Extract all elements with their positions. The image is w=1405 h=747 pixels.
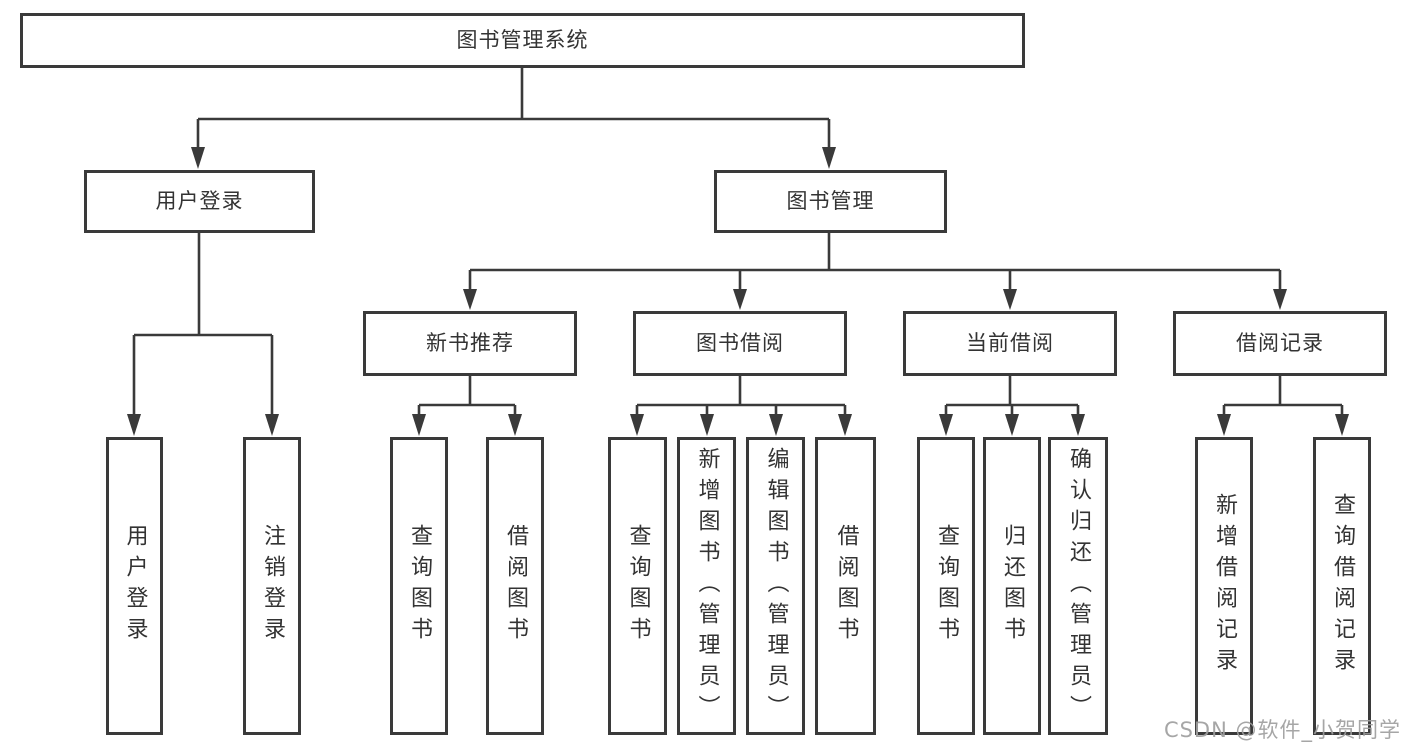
node-leaf-query-borrow-record: 查询借阅记录	[1313, 437, 1371, 735]
node-group-new-book-recommend: 新书推荐	[363, 311, 577, 376]
connector-user-branch	[127, 233, 279, 436]
connector-group-borrow-records	[1217, 376, 1349, 436]
node-user-login-branch: 用户登录	[84, 170, 315, 233]
node-leaf-edit-book-admin: 编辑图书（管理员）	[746, 437, 805, 735]
connector-book-branch	[463, 233, 1287, 310]
node-leaf-query-books-current: 查询图书	[917, 437, 975, 735]
node-root-system: 图书管理系统	[20, 13, 1025, 68]
connector-root-to-level2	[191, 67, 836, 169]
node-leaf-borrow-books: 借阅图书	[815, 437, 876, 735]
node-group-current-borrow: 当前借阅	[903, 311, 1117, 376]
connector-group-current-borrow	[939, 376, 1085, 436]
node-leaf-add-book-admin: 新增图书（管理员）	[677, 437, 736, 735]
node-leaf-user-login: 用户登录	[106, 437, 163, 735]
node-group-borrow-records: 借阅记录	[1173, 311, 1387, 376]
node-leaf-borrow-books-recommend: 借阅图书	[486, 437, 544, 735]
node-leaf-return-book: 归还图书	[983, 437, 1041, 735]
csdn-watermark: CSDN @软件_小贺同学	[1163, 718, 1401, 742]
node-leaf-query-books-borrow: 查询图书	[608, 437, 667, 735]
node-book-management-branch: 图书管理	[714, 170, 947, 233]
node-leaf-add-borrow-record: 新增借阅记录	[1195, 437, 1253, 735]
node-leaf-confirm-return-admin: 确认归还（管理员）	[1048, 437, 1108, 735]
node-leaf-logout: 注销登录	[243, 437, 301, 735]
node-leaf-query-books-recommend: 查询图书	[390, 437, 448, 735]
node-group-book-borrow: 图书借阅	[633, 311, 847, 376]
connector-group-new-book	[412, 376, 522, 436]
connector-group-book-borrow	[630, 376, 852, 436]
